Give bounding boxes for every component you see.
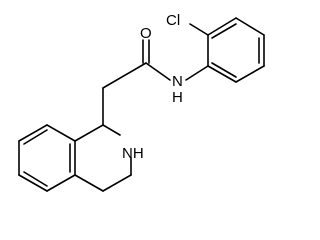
bond-nitrogen-to-aryl <box>185 65 209 81</box>
chlorine-label: Cl <box>166 12 180 29</box>
bond-aryl-6 <box>207 65 237 83</box>
bond-benzo-inner-2 <box>23 171 48 187</box>
chemical-structure-diagram: O Cl N H NH <box>18 12 265 192</box>
bond-aryl-inner-1 <box>211 23 237 39</box>
bond-benzo-6 <box>46 124 76 142</box>
amide-nitrogen-label: N H <box>172 73 187 106</box>
bond-c3-to-c4 <box>102 174 132 192</box>
amide-n-symbol: N <box>172 73 183 90</box>
bond-benzo-3 <box>18 174 48 192</box>
bond-benzo-inner-3 <box>23 129 48 145</box>
bond-aryl-3 <box>235 17 265 36</box>
atom-labels: O Cl N H NH <box>122 12 187 162</box>
bond-c1-to-c8a <box>74 124 104 142</box>
bond-c1-to-ring-nitrogen <box>102 124 121 136</box>
bonds <box>18 17 265 192</box>
bond-aryl-5 <box>235 65 265 83</box>
amide-h-symbol: H <box>172 89 183 106</box>
bond-carbonyl-to-methylene <box>102 62 147 89</box>
ring-nitrogen-label: NH <box>122 145 144 162</box>
bond-carbonyl-to-nitrogen <box>145 62 171 81</box>
bond-benzo-5 <box>18 124 48 142</box>
bond-benzo-2 <box>46 174 76 192</box>
bond-aryl-2 <box>207 17 237 36</box>
bond-aryl-to-chlorine <box>189 23 209 36</box>
oxygen-label: O <box>140 25 152 42</box>
bond-c4-to-c4a <box>74 174 104 192</box>
bond-aryl-inner-3 <box>211 62 237 78</box>
